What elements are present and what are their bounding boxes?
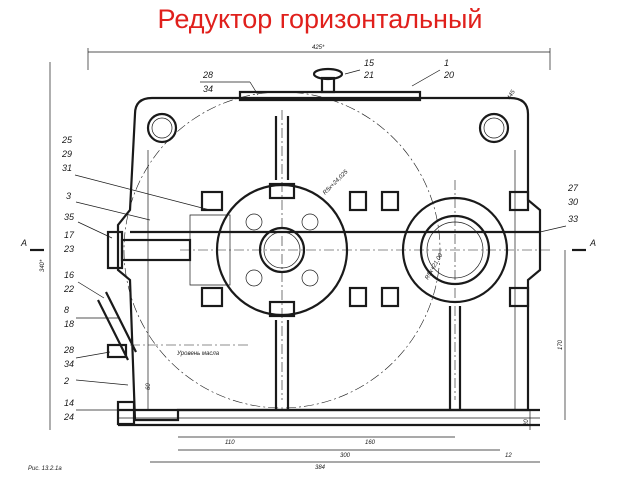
flange-bolts [200, 182, 530, 318]
callout-25: 25 [61, 135, 73, 145]
callouts-right: 27 30 33 [539, 183, 579, 233]
section-marks: А А [20, 238, 596, 252]
callout-30: 30 [568, 197, 578, 207]
oil-level-label: Уровень масла [176, 351, 220, 357]
callout-29: 29 [61, 149, 72, 159]
dim-height-left: 340* [40, 259, 46, 272]
callout-20: 20 [443, 70, 454, 80]
bottom-dimensions: 110 160 300 12 384 [150, 436, 540, 471]
dim-170: 170 [558, 339, 564, 350]
dim-445: 445 [507, 89, 518, 101]
callout-28-left: 28 [63, 345, 74, 355]
callout-1: 1 [444, 58, 449, 68]
callout-22: 22 [63, 284, 74, 294]
callout-28-top: 28 [202, 70, 213, 80]
dim-300: 300 [340, 453, 351, 459]
input-shaft [106, 214, 231, 286]
callout-34-top: 34 [203, 84, 213, 94]
dim-radius-left: R5x+24,025 [322, 169, 350, 197]
housing [116, 90, 542, 427]
lifting-eye-left [146, 112, 178, 144]
section-mark-left: А [20, 238, 27, 248]
callout-33: 33 [568, 214, 578, 224]
callout-17: 17 [64, 230, 75, 240]
drain-plug [116, 400, 136, 426]
oil-dipstick: Уровень масла [97, 291, 250, 361]
callout-31: 31 [62, 163, 72, 173]
callout-24: 24 [63, 412, 74, 422]
callout-14: 14 [64, 398, 74, 408]
left-bearing-cover [180, 110, 550, 400]
callout-15: 15 [364, 58, 375, 68]
callout-18: 18 [64, 319, 74, 329]
dim-384: 384 [315, 465, 326, 471]
dim-160: 160 [365, 440, 376, 446]
breather-plug [312, 67, 344, 94]
lifting-eye-right [478, 112, 510, 144]
callout-34-left: 34 [64, 359, 74, 369]
callouts-left: 25 29 31 3 35 17 23 16 22 8 18 28 34 2 1… [61, 135, 211, 422]
callout-23: 23 [63, 244, 74, 254]
overall-width-dimension: 425* [87, 45, 551, 70]
dim-60: 60 [146, 383, 152, 390]
callout-8: 8 [64, 305, 69, 315]
dim-overall-width: 425* [312, 45, 325, 51]
right-bearing-cover [401, 180, 509, 400]
section-mark-right: А [589, 238, 596, 248]
left-height-dimension: 340* [40, 62, 51, 430]
sheet-note: Рис. 13.2.1а [28, 466, 62, 472]
callout-2: 2 [63, 376, 69, 386]
callout-27: 27 [567, 183, 579, 193]
dim-12: 12 [505, 453, 512, 459]
callout-21: 21 [363, 70, 374, 80]
callout-3: 3 [66, 191, 71, 201]
dim-20: 20 [524, 419, 530, 427]
page-title: Редуктор горизонтальный [157, 4, 483, 34]
housing-ribs [274, 116, 462, 410]
callout-16: 16 [64, 270, 74, 280]
callouts-top: 28 34 15 21 1 20 [200, 58, 454, 96]
dim-110: 110 [225, 440, 235, 446]
callout-35: 35 [64, 212, 75, 222]
